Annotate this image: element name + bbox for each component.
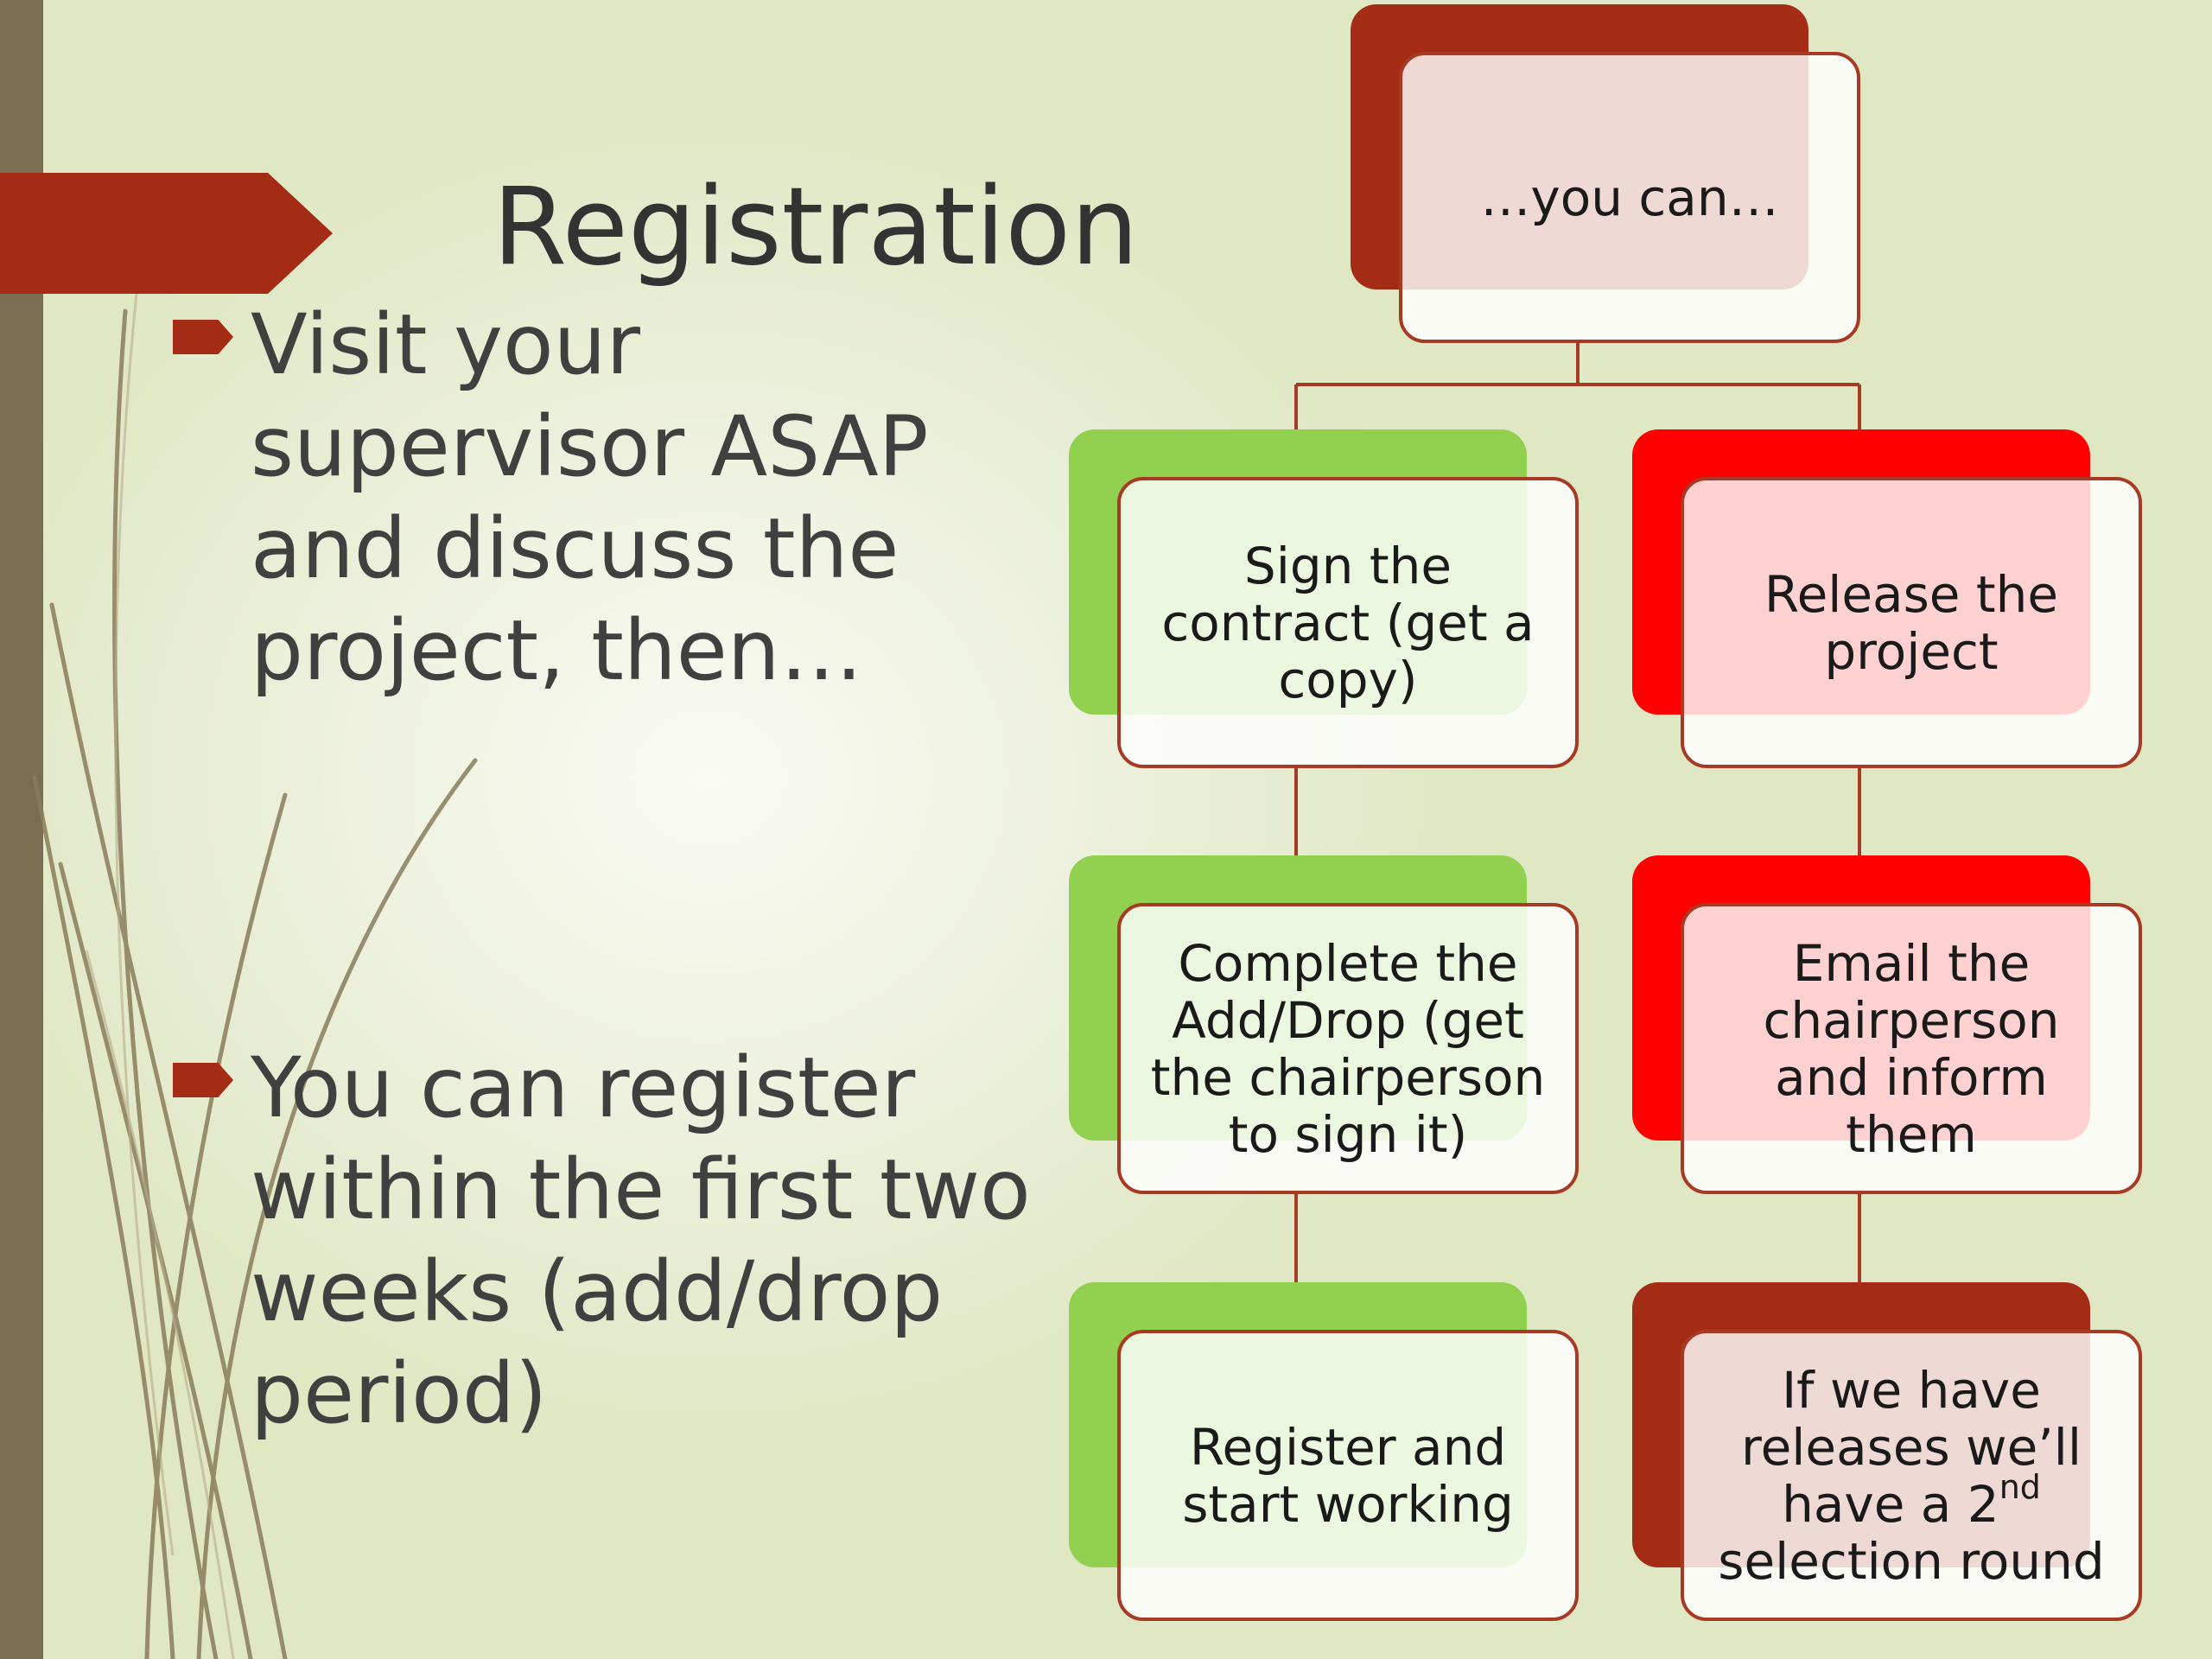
node-label: Sign the contract (get a copy) <box>1161 536 1535 709</box>
ordinal-suffix: nd <box>1999 1468 2041 1507</box>
bullet-text: Visit your supervisor ASAP and discuss t… <box>251 296 929 699</box>
diagram-node-email: Email the chairperson and inform them <box>1632 855 2142 1194</box>
diagram-node-second-round: If we have releases we’ll have a 2nd sel… <box>1632 1282 2142 1621</box>
node-label: Release the project <box>1764 564 2059 681</box>
node-card: …you can… <box>1399 52 1860 343</box>
node-card: Complete the Add/Drop (get the chairpers… <box>1117 903 1579 1194</box>
diagram-node-add-drop: Complete the Add/Drop (get the chairpers… <box>1069 855 1579 1194</box>
node-card: If we have releases we’ll have a 2nd sel… <box>1681 1330 2142 1621</box>
node-card: Email the chairperson and inform them <box>1681 903 2142 1194</box>
bullet-text: You can register within the first two we… <box>251 1039 1031 1442</box>
node-label-main: If we have releases we’ll have a 2 <box>1741 1360 2082 1534</box>
diagram-root-node: …you can… <box>1351 4 1860 343</box>
node-card: Sign the contract (get a copy) <box>1117 477 1579 768</box>
node-label-tail: selection round <box>1718 1531 2105 1591</box>
diagram-node-release: Release the project <box>1632 429 2142 768</box>
title-accent-arrow <box>0 173 333 294</box>
slide-title: Registration <box>493 165 1139 289</box>
node-label: …you can… <box>1480 168 1779 227</box>
node-label: If we have releases we’ll have a 2nd sel… <box>1718 1360 2105 1591</box>
diagram-node-sign-contract: Sign the contract (get a copy) <box>1069 429 1579 768</box>
node-card: Register and start working <box>1117 1330 1579 1621</box>
node-label: Register and start working <box>1182 1417 1514 1534</box>
diagram-node-register: Register and start working <box>1069 1282 1579 1621</box>
node-label: Email the chairperson and inform them <box>1763 933 2060 1164</box>
node-card: Release the project <box>1681 477 2142 768</box>
node-label: Complete the Add/Drop (get the chairpers… <box>1150 933 1546 1164</box>
